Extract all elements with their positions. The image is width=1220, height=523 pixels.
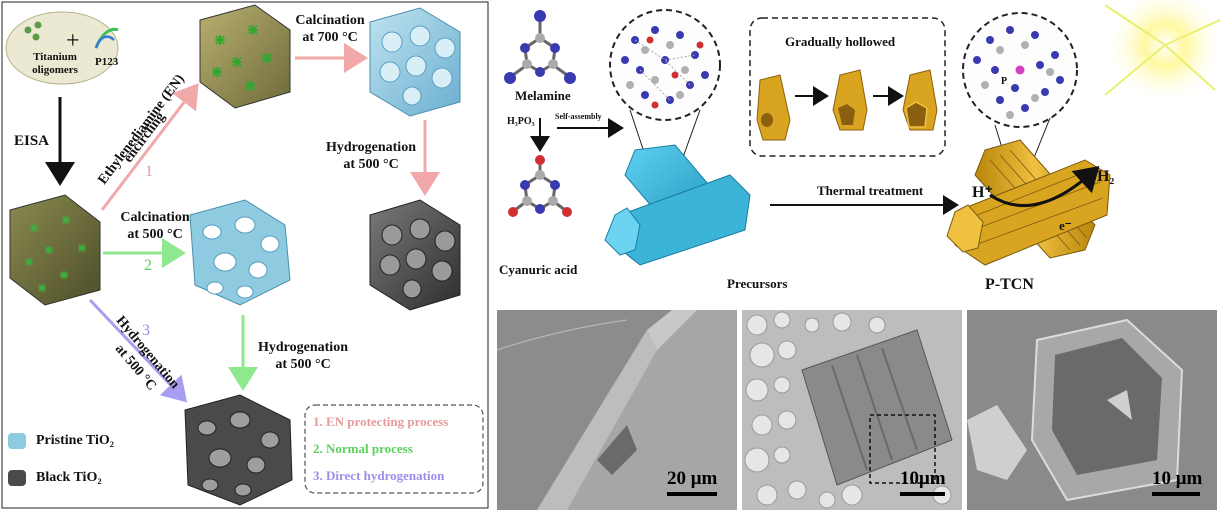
calc500-line1: Calcination xyxy=(120,210,190,225)
start-label-line2: oligomers xyxy=(32,64,78,76)
scale-bar-1 xyxy=(667,492,717,496)
ptcn-lattice-zoom xyxy=(962,12,1078,128)
scale-bar-2 xyxy=(900,492,945,496)
left-frame xyxy=(1,1,489,509)
black-ordered-hexagon xyxy=(369,199,461,311)
sem-image-1: 20 μm xyxy=(497,310,737,510)
scale-bar-3 xyxy=(1152,492,1200,496)
precursors-label: Precursors xyxy=(727,276,788,291)
legend-label-black: Black TiO₂ xyxy=(36,470,102,485)
ptcn-tubes xyxy=(946,139,1111,266)
self-assembly-label: Self-assembly xyxy=(555,112,602,121)
en-encircled-hexagon xyxy=(199,4,291,109)
calc700-line2: at 700 °C xyxy=(302,30,358,45)
hollowing-stage-3 xyxy=(902,69,938,131)
oligomer-dot xyxy=(32,33,40,41)
path-number-3: 3 xyxy=(142,322,150,339)
scale-label-1: 20 μm xyxy=(667,468,718,489)
precursor-rods xyxy=(604,144,751,266)
sun-rays xyxy=(1104,4,1220,96)
oligomer-dot xyxy=(34,21,42,29)
sem-image-3: 10 μm xyxy=(967,310,1217,510)
left-scheme-svg xyxy=(1,1,489,509)
left-panel: Titanium oligomers + P123 EISA Ethylened… xyxy=(0,0,492,523)
start-label-line1: Titanium xyxy=(33,51,77,63)
hyd-top-line2: at 500 °C xyxy=(343,157,399,172)
scale-label-2: 10μm xyxy=(900,468,946,489)
ptcn-label: P-TCN xyxy=(985,276,1034,293)
electron-label: e⁻ xyxy=(1059,218,1072,233)
sem-image-2: 10μm xyxy=(742,310,962,510)
calc500-line2: at 500 °C xyxy=(127,227,183,242)
scale-label-3: 10 μm xyxy=(1152,468,1203,489)
thermal-treatment-label: Thermal treatment xyxy=(817,183,924,198)
hollowing-stage-2 xyxy=(832,69,868,131)
melamine-molecule xyxy=(504,10,576,84)
path3-arrow xyxy=(88,298,188,403)
path-number-2: 2 xyxy=(144,257,152,274)
right-scheme-svg xyxy=(504,0,1220,266)
precursor-lattice-zoom xyxy=(609,9,721,121)
sun-glow xyxy=(1105,0,1220,105)
h2-label: H₂ xyxy=(1097,168,1115,185)
hyd-top-line1: Hydrogenation xyxy=(326,140,416,155)
legend-swatch-black xyxy=(8,470,26,486)
plus-sign: + xyxy=(66,28,80,54)
cyanuric-acid-label: Cyanuric acid xyxy=(499,262,578,277)
hyd-mid-line1: Hydrogenation xyxy=(258,340,348,355)
start-ellipse xyxy=(5,11,119,85)
path-number-1: 1 xyxy=(145,163,153,180)
right-top-panel: Melamine H₃PO₃ Self-assembly Cyanuric ac… xyxy=(495,0,1220,300)
p123-strand xyxy=(94,35,115,49)
path1-arrow xyxy=(100,83,199,211)
legend-swatch-pristine xyxy=(8,433,26,449)
hollowing-stage-1 xyxy=(756,74,791,141)
h-plus-label: H⁺ xyxy=(972,184,993,201)
hollowed-box xyxy=(749,17,946,157)
h3po3-label: H₃PO₃ xyxy=(507,116,535,127)
process-3-label: 3. Direct hydrogenation xyxy=(313,468,445,483)
hydrogen-arrow xyxy=(989,165,1100,208)
oligomer-dot xyxy=(24,26,32,34)
pristine-disordered-hexagon xyxy=(189,199,291,306)
pristine-ordered-hexagon xyxy=(369,7,461,117)
process-1-label: 1. EN protecting process xyxy=(313,414,449,429)
hyd-mid-line2: at 500 °C xyxy=(275,357,331,372)
black-disordered-hexagon xyxy=(184,394,293,506)
process-box xyxy=(304,404,484,494)
melamine-label: Melamine xyxy=(515,88,571,103)
legend-label-pristine: Pristine TiO₂ xyxy=(36,433,114,448)
process-2-label: 2. Normal process xyxy=(313,441,413,456)
gradually-hollowed-label: Gradually hollowed xyxy=(785,34,896,49)
composite-hexagon xyxy=(9,194,101,306)
p-dopant-label: P xyxy=(1001,76,1008,87)
calc700-line1: Calcination xyxy=(295,13,365,28)
eisa-label: EISA xyxy=(14,133,50,149)
cyanuric-acid-molecule xyxy=(508,155,572,217)
p123-label: P123 xyxy=(95,56,119,68)
